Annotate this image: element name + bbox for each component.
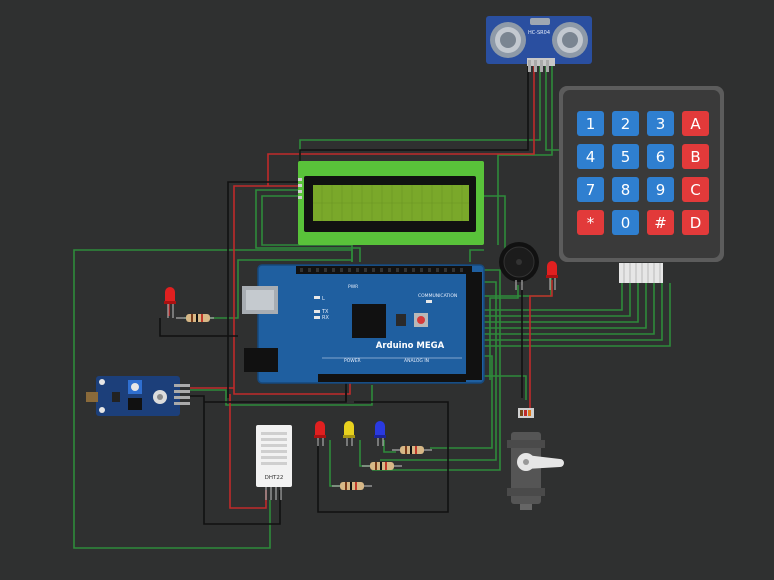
arduino-mega-board[interactable]: L TX RX PWR COMMUNICATION Arduino MEGA P… bbox=[242, 264, 485, 384]
led-yellow[interactable] bbox=[343, 421, 355, 446]
ultrasonic-sensor[interactable]: HC-SR04 bbox=[486, 16, 592, 72]
comm-label: COMMUNICATION bbox=[418, 293, 457, 299]
key-B[interactable]: B bbox=[682, 144, 709, 169]
led-red-bottom[interactable] bbox=[314, 421, 326, 446]
board-title: Arduino MEGA bbox=[376, 341, 445, 351]
key-8[interactable]: 8 bbox=[612, 177, 639, 202]
key-label: B bbox=[690, 148, 700, 166]
key-label: 1 bbox=[586, 115, 596, 133]
key-C[interactable]: C bbox=[682, 177, 709, 202]
key-label: * bbox=[587, 214, 595, 232]
piezo-buzzer[interactable] bbox=[499, 242, 539, 290]
key-A[interactable]: A bbox=[682, 111, 709, 136]
key-label: 8 bbox=[621, 181, 631, 199]
wires-red bbox=[168, 64, 553, 509]
dht-label: DHT22 bbox=[265, 475, 284, 481]
key-label: C bbox=[690, 181, 700, 199]
resistor-3[interactable] bbox=[332, 482, 372, 490]
led-tx-label: TX bbox=[321, 309, 329, 315]
led-red-left[interactable] bbox=[164, 287, 176, 318]
key-label: 9 bbox=[656, 181, 666, 199]
key-#[interactable]: # bbox=[647, 210, 674, 235]
led-blue[interactable] bbox=[374, 421, 386, 446]
led-l-label: L bbox=[322, 296, 325, 302]
key-4[interactable]: 4 bbox=[577, 144, 604, 169]
keypad-keys: 1 2 3 A 4 5 6 B 7 8 9 C * 0 # D bbox=[577, 111, 709, 235]
key-3[interactable]: 3 bbox=[647, 111, 674, 136]
analog-label: ANALOG IN bbox=[404, 358, 429, 364]
led-red-buzzer[interactable] bbox=[546, 261, 558, 290]
key-label: 6 bbox=[656, 148, 666, 166]
key-label: A bbox=[690, 115, 701, 133]
lcd-display[interactable] bbox=[298, 161, 484, 245]
key-D[interactable]: D bbox=[682, 210, 709, 235]
key-label: # bbox=[654, 214, 667, 232]
key-label: D bbox=[690, 214, 702, 232]
keypad[interactable]: 1 2 3 A 4 5 6 B 7 8 9 C * 0 # D bbox=[559, 86, 724, 283]
key-0[interactable]: 0 bbox=[612, 210, 639, 235]
key-label: 2 bbox=[621, 115, 631, 133]
key-label: 5 bbox=[621, 148, 631, 166]
servo-motor[interactable] bbox=[507, 408, 564, 510]
key-label: 3 bbox=[656, 115, 666, 133]
key-label: 7 bbox=[586, 181, 596, 199]
resistor-1[interactable] bbox=[392, 446, 432, 454]
key-7[interactable]: 7 bbox=[577, 177, 604, 202]
led-rx-label: RX bbox=[322, 315, 329, 321]
key-6[interactable]: 6 bbox=[647, 144, 674, 169]
pwr-label: PWR bbox=[348, 284, 358, 290]
resistor-2[interactable] bbox=[362, 462, 402, 470]
power-label: POWER bbox=[344, 358, 361, 364]
light-sensor-module[interactable] bbox=[86, 376, 190, 416]
dht22-sensor[interactable]: DHT22 bbox=[256, 425, 292, 500]
key-2[interactable]: 2 bbox=[612, 111, 639, 136]
key-9[interactable]: 9 bbox=[647, 177, 674, 202]
ultrasonic-label: HC-SR04 bbox=[528, 30, 550, 36]
key-label: 0 bbox=[621, 214, 631, 232]
key-label: 4 bbox=[586, 148, 596, 166]
key-*[interactable]: * bbox=[577, 210, 604, 235]
key-5[interactable]: 5 bbox=[612, 144, 639, 169]
wires-green bbox=[73, 64, 671, 549]
key-1[interactable]: 1 bbox=[577, 111, 604, 136]
resistor-left[interactable] bbox=[176, 314, 214, 322]
